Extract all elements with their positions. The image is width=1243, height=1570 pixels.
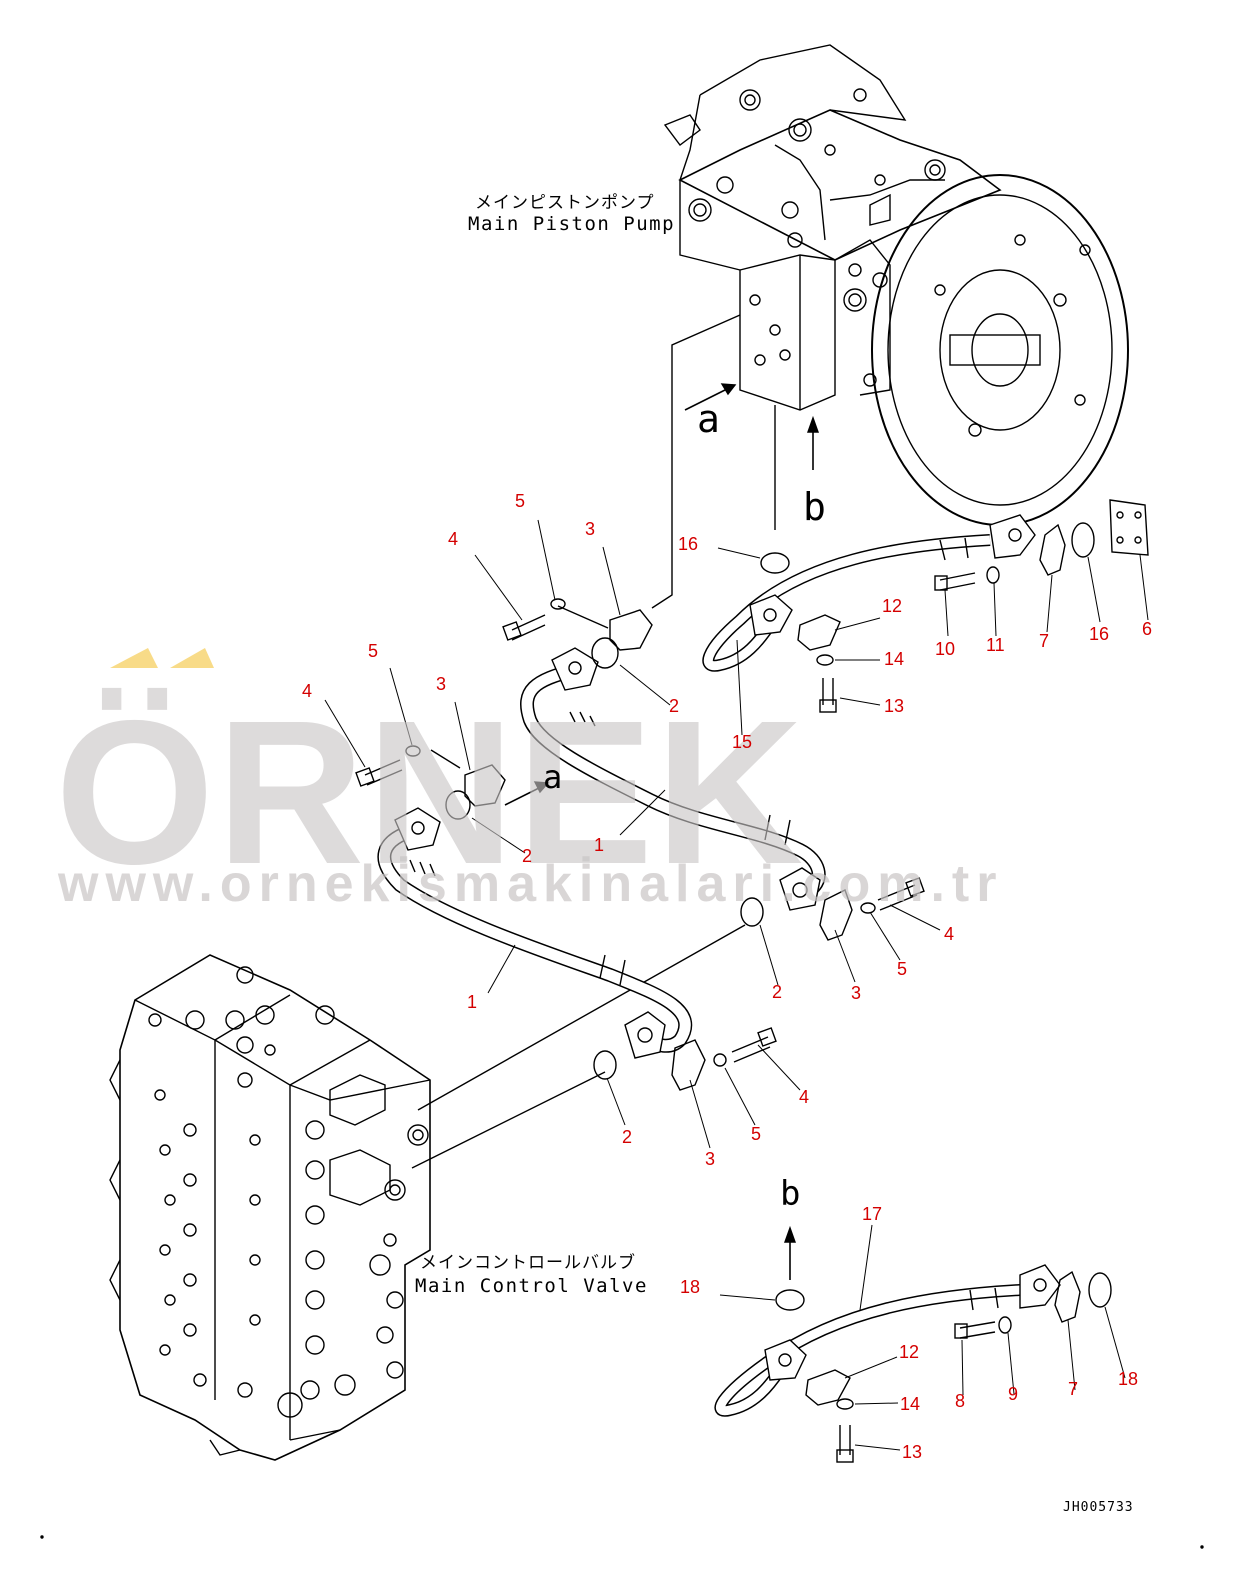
callout-3: 3 bbox=[436, 674, 447, 694]
callout-7: 7 bbox=[1068, 1379, 1079, 1399]
valve-leader-lines bbox=[411, 924, 746, 1169]
callout-3: 3 bbox=[585, 519, 596, 539]
callout-12: 12 bbox=[899, 1342, 920, 1362]
callout-9: 9 bbox=[1008, 1384, 1019, 1404]
callout-13: 13 bbox=[884, 696, 905, 716]
callout-18: 18 bbox=[1118, 1369, 1139, 1389]
hose-17 bbox=[714, 1264, 1061, 1417]
callout-1: 1 bbox=[594, 835, 605, 855]
callout-5: 5 bbox=[897, 959, 908, 979]
hose-upper bbox=[520, 647, 826, 911]
view-b-letter-lower: b bbox=[780, 1174, 801, 1214]
callout-11: 11 bbox=[986, 635, 1005, 655]
pump-label-en: Main Piston Pump bbox=[468, 213, 676, 235]
callout-12: 12 bbox=[882, 596, 903, 616]
callout-6: 6 bbox=[1142, 619, 1153, 639]
callout-3: 3 bbox=[851, 983, 862, 1003]
main-piston-pump bbox=[663, 44, 1129, 526]
callout-4: 4 bbox=[302, 681, 313, 701]
callout-7: 7 bbox=[1039, 631, 1050, 651]
callout-14: 14 bbox=[884, 649, 905, 669]
pump-label-jp: メインピストンポンプ bbox=[475, 193, 655, 213]
callout-leaders bbox=[324, 519, 1149, 1451]
callout-2: 2 bbox=[772, 982, 783, 1002]
view-a-letter: a bbox=[697, 397, 720, 441]
callout-16: 16 bbox=[678, 534, 699, 554]
hose-15 bbox=[702, 514, 1036, 672]
main-control-valve bbox=[109, 954, 431, 1461]
callout-14: 14 bbox=[900, 1394, 921, 1414]
callout-8: 8 bbox=[955, 1391, 966, 1411]
callout-2: 2 bbox=[669, 696, 680, 716]
callout-2: 2 bbox=[622, 1127, 633, 1147]
view-b-letter: b bbox=[803, 485, 826, 529]
callout-1: 1 bbox=[467, 992, 478, 1012]
view-a-letter-small: a bbox=[543, 758, 563, 796]
callout-3: 3 bbox=[705, 1149, 716, 1169]
callout-4: 4 bbox=[944, 924, 955, 944]
callout-5: 5 bbox=[751, 1124, 762, 1144]
drawing-code: JH005733 bbox=[1063, 1500, 1134, 1515]
callout-4: 4 bbox=[799, 1087, 810, 1107]
callout-2: 2 bbox=[522, 846, 533, 866]
callout-15: 15 bbox=[732, 732, 753, 752]
pump-leader-lines bbox=[651, 314, 819, 609]
callout-16: 16 bbox=[1089, 624, 1110, 644]
callout-10: 10 bbox=[935, 639, 956, 659]
small-parts bbox=[355, 499, 1149, 1463]
callout-17: 17 bbox=[862, 1204, 883, 1224]
valve-label-en: Main Control Valve bbox=[415, 1275, 648, 1297]
callout-5: 5 bbox=[515, 491, 526, 511]
callout-18: 18 bbox=[680, 1277, 701, 1297]
watermark-url: www.orneki̇smaki̇nalari.com.tr bbox=[58, 855, 1004, 913]
watermark-accent bbox=[110, 648, 214, 668]
callout-13: 13 bbox=[902, 1442, 923, 1462]
hose-lower bbox=[377, 807, 693, 1059]
valve-label-jp: メインコントロールバルブ bbox=[420, 1253, 636, 1273]
watermark-brand: ÖRNEK bbox=[55, 678, 806, 907]
callout-5: 5 bbox=[368, 641, 379, 661]
callout-4: 4 bbox=[448, 529, 459, 549]
